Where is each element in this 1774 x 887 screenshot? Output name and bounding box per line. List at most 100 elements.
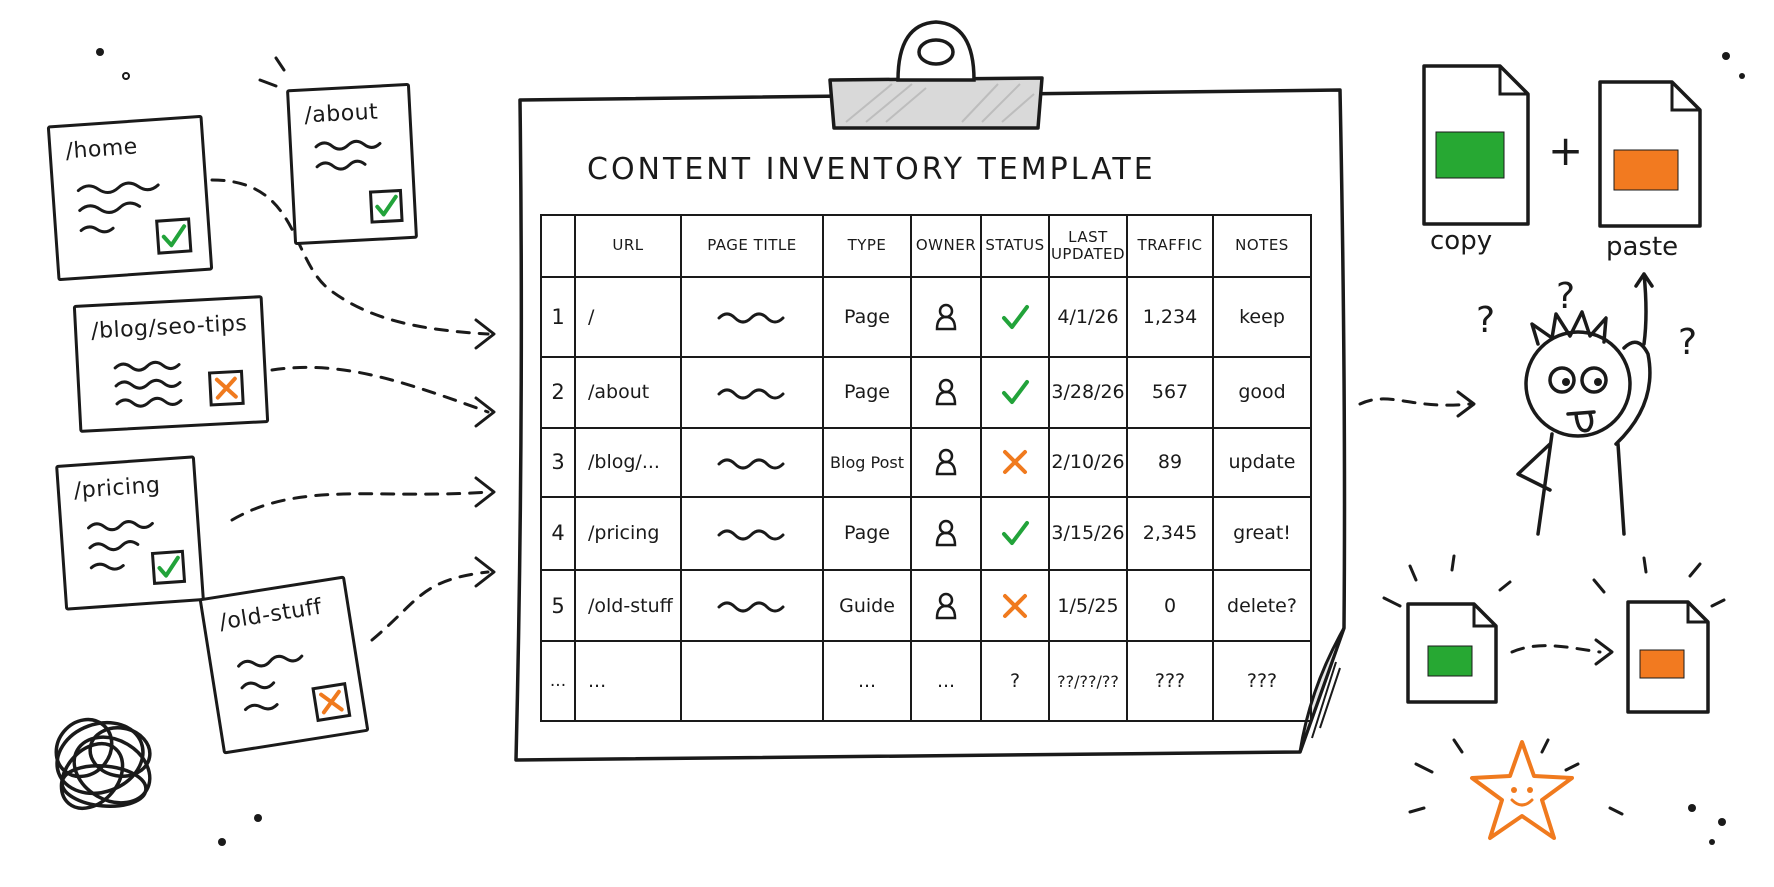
note-blog-seo-tips: /blog/seo-tips bbox=[72, 295, 270, 433]
arrow-pricing bbox=[230, 490, 490, 522]
row-traffic: 1,234 bbox=[1126, 276, 1214, 358]
row-type: Blog Post bbox=[822, 426, 912, 498]
row-notes: delete? bbox=[1212, 568, 1312, 643]
squiggle-title bbox=[717, 601, 785, 613]
squiggle-lines bbox=[87, 520, 187, 586]
row-traffic: 89 bbox=[1126, 426, 1214, 498]
row-number: 5 bbox=[540, 568, 576, 643]
question-mark: ? bbox=[1556, 276, 1576, 317]
header-url: URL bbox=[574, 214, 682, 278]
copy-label: copy bbox=[1430, 226, 1493, 256]
row-owner bbox=[910, 426, 982, 498]
squiggle-lines bbox=[314, 139, 404, 224]
document-icon bbox=[1626, 600, 1710, 714]
cross-icon bbox=[1003, 593, 1027, 618]
row-page-title bbox=[680, 568, 824, 643]
table-row: 1 / Page 4/1/26 1,234 keep bbox=[540, 276, 1312, 358]
row-notes: great! bbox=[1212, 495, 1312, 572]
header-page-title: PAGE TITLE bbox=[680, 214, 824, 278]
arrow-to-person bbox=[1358, 397, 1472, 407]
check-icon bbox=[155, 217, 193, 255]
table-row: 4 /pricing Page 3/15/26 2,345 great! bbox=[540, 495, 1312, 572]
row-owner: ... bbox=[910, 640, 982, 722]
row-url: ... bbox=[574, 640, 682, 722]
row-type: Guide bbox=[822, 568, 912, 643]
row-notes: ??? bbox=[1212, 640, 1312, 722]
paste-label: paste bbox=[1606, 232, 1679, 262]
row-url: /blog/... bbox=[574, 426, 682, 498]
check-icon bbox=[1002, 521, 1029, 546]
row-page-title bbox=[680, 276, 824, 358]
row-status: ? bbox=[980, 640, 1050, 722]
row-number: 3 bbox=[540, 426, 576, 498]
row-page-title bbox=[680, 355, 824, 429]
row-type: Page bbox=[822, 355, 912, 429]
row-traffic: ??? bbox=[1126, 640, 1214, 722]
header-index bbox=[540, 214, 576, 278]
document-icon bbox=[1598, 80, 1702, 228]
header-traffic: TRAFFIC bbox=[1126, 214, 1214, 278]
row-type: ... bbox=[822, 640, 912, 722]
inventory-table: URL PAGE TITLE TYPE OWNER STATUS LAST UP… bbox=[540, 214, 1312, 722]
row-url: / bbox=[574, 276, 682, 358]
row-last-updated: 3/28/26 bbox=[1048, 355, 1128, 429]
person-icon bbox=[935, 303, 957, 331]
row-owner bbox=[910, 276, 982, 358]
squiggle-lines bbox=[76, 181, 193, 255]
table-row: 5 /old-stuff Guide 1/5/25 0 delete? bbox=[540, 568, 1312, 643]
arrow-copy-paste bbox=[1510, 644, 1602, 654]
check-icon bbox=[1002, 380, 1029, 405]
header-notes: NOTES bbox=[1212, 214, 1312, 278]
table-row: 2 /about Page 3/28/26 567 good bbox=[540, 355, 1312, 429]
note-old-stuff: /old-stuff bbox=[198, 575, 370, 755]
check-icon bbox=[150, 549, 187, 586]
table-row: 3 /blog/... Blog Post 2/10/26 89 update bbox=[540, 426, 1312, 498]
arrow-blog bbox=[270, 365, 490, 414]
row-traffic: 2,345 bbox=[1126, 495, 1214, 572]
row-notes: keep bbox=[1212, 276, 1312, 358]
row-number: ... bbox=[540, 640, 576, 722]
row-last-updated: 4/1/26 bbox=[1048, 276, 1128, 358]
cross-icon bbox=[207, 369, 245, 407]
check-icon bbox=[368, 188, 404, 224]
header-last-updated: LAST UPDATED bbox=[1048, 214, 1128, 278]
note-about: /about bbox=[286, 82, 418, 246]
arrow-oldstuff bbox=[370, 570, 490, 642]
row-type: Page bbox=[822, 276, 912, 358]
scribble-icon bbox=[54, 717, 152, 810]
row-number: 4 bbox=[540, 495, 576, 572]
header-status: STATUS bbox=[980, 214, 1050, 278]
row-page-title bbox=[680, 640, 824, 722]
question-mark: ? bbox=[1678, 322, 1698, 363]
row-url: /old-stuff bbox=[574, 568, 682, 643]
row-number: 1 bbox=[540, 276, 576, 358]
row-status bbox=[980, 276, 1050, 358]
row-owner bbox=[910, 568, 982, 643]
table-row-placeholder: ... ... ... ... ? ??/??/?? ??? ??? bbox=[540, 640, 1312, 722]
person-icon bbox=[935, 379, 957, 406]
row-traffic: 0 bbox=[1126, 568, 1214, 643]
note-home: /home bbox=[46, 114, 214, 282]
row-notes: update bbox=[1212, 426, 1312, 498]
row-last-updated: 2/10/26 bbox=[1048, 426, 1128, 498]
star-icon bbox=[1470, 740, 1574, 840]
confused-person-icon bbox=[1516, 272, 1654, 536]
clipboard-clip-icon bbox=[828, 20, 1044, 130]
row-type: Page bbox=[822, 495, 912, 572]
table-header-row: URL PAGE TITLE TYPE OWNER STATUS LAST UP… bbox=[540, 214, 1312, 278]
row-status bbox=[980, 495, 1050, 572]
squiggle-title bbox=[717, 529, 785, 541]
person-icon bbox=[935, 520, 957, 547]
cross-icon bbox=[1003, 450, 1027, 475]
row-status bbox=[980, 568, 1050, 643]
squiggle-lines bbox=[113, 360, 245, 408]
squiggle-title bbox=[717, 312, 785, 324]
squiggle-title bbox=[717, 388, 785, 400]
row-last-updated: ??/??/?? bbox=[1048, 640, 1128, 722]
row-status bbox=[980, 426, 1050, 498]
document-icon bbox=[1406, 602, 1498, 704]
row-url: /about bbox=[574, 355, 682, 429]
squiggle-title bbox=[717, 458, 785, 470]
row-page-title bbox=[680, 426, 824, 498]
document-icon bbox=[1422, 64, 1530, 226]
